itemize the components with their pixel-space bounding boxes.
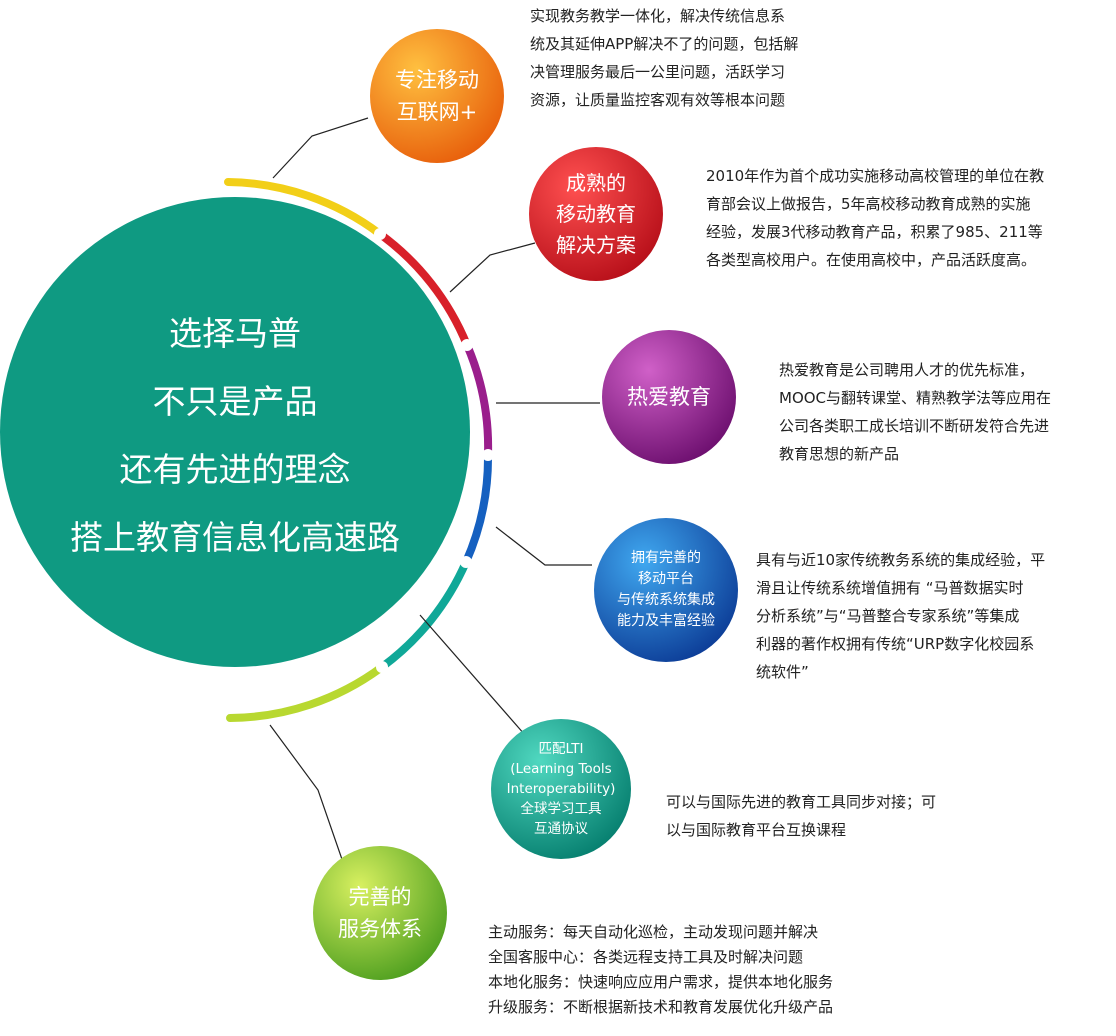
connector-line bbox=[272, 117, 369, 179]
connector-line bbox=[495, 526, 592, 566]
bubble-label: 拥有完善的 移动平台 与传统系统集成 能力及丰富经验 bbox=[617, 550, 715, 629]
arc-segment-purple bbox=[463, 341, 493, 459]
connector-line bbox=[419, 614, 526, 736]
desc-lti: 可以与国际先进的教育工具同步对接；可 以与国际教育平台互换课程 bbox=[666, 793, 937, 839]
connector-line bbox=[449, 242, 536, 293]
slogan-line-3: 还有先进的理念 bbox=[119, 450, 351, 489]
desc-love-education: 热爱教育是公司聘用人才的优先标准， MOOC与翻转课堂、精熟教学法等应用在 公司… bbox=[779, 361, 1052, 463]
bubble-love-education bbox=[602, 330, 736, 464]
arc-dot bbox=[376, 661, 388, 673]
desc-mobile-internet: 实现教务教学一体化，解决传统信息系 统及其延伸APP解决不了的问题，包括解 决管… bbox=[530, 7, 799, 109]
connectors bbox=[269, 117, 600, 869]
bubble-mobile-platform bbox=[594, 518, 738, 662]
label-love-education: 热爱教育 bbox=[602, 330, 736, 464]
desc-service-system: 主动服务：每天自动化巡检，主动发现问题并解决 全国客服中心：各类远程支持工具及时… bbox=[488, 923, 834, 1016]
arc-segment-teal bbox=[378, 558, 470, 671]
center-slogan: 选择马普 不只是产品 还有先进的理念 搭上教育信息化高速路 bbox=[0, 300, 470, 572]
arc-dot bbox=[460, 556, 472, 568]
slogan-line-4: 搭上教育信息化高速路 bbox=[70, 518, 400, 557]
arc-segment-blue bbox=[462, 451, 493, 566]
desc-mobile-education: 2010年作为首个成功实施移动高校管理的单位在教 育部会议上做报告，5年高校移动… bbox=[706, 167, 1045, 269]
label-lti: 匹配LTI (Learning Tools Interoperability) … bbox=[491, 719, 631, 859]
bubble-label: 匹配LTI (Learning Tools Interoperability) … bbox=[506, 741, 616, 837]
arc-segment-red bbox=[376, 230, 471, 349]
slogan-line-2: 不只是产品 bbox=[152, 382, 318, 421]
label-mobile-education: 成熟的 移动教育 解决方案 bbox=[529, 147, 663, 281]
arc-segment-yellow bbox=[224, 178, 384, 238]
bubble-label: 热爱教育 bbox=[627, 385, 711, 409]
desc-mobile-platform: 具有与近10家传统教务系统的集成经验，平 滑且让传统系统增值拥有 “马普数据实时… bbox=[756, 551, 1046, 681]
arc-segment-lime bbox=[226, 663, 386, 722]
label-service-system: 完善的 服务体系 bbox=[313, 846, 447, 980]
bubble-label: 专注移动 互联网+ bbox=[395, 68, 479, 124]
center-circle bbox=[0, 197, 470, 667]
label-mobile-platform: 拥有完善的 移动平台 与传统系统集成 能力及丰富经验 bbox=[594, 518, 738, 662]
bubble-mobile-education bbox=[529, 147, 663, 281]
bubble-service-system bbox=[313, 846, 447, 980]
arc-dot bbox=[374, 228, 386, 240]
bubble-label: 成熟的 移动教育 解决方案 bbox=[556, 170, 636, 257]
bubble-lti bbox=[491, 719, 631, 859]
connector-line bbox=[269, 724, 346, 869]
arc-dots bbox=[374, 228, 494, 673]
label-mobile-internet: 专注移动 互联网+ bbox=[370, 29, 504, 163]
bubble-mobile-internet bbox=[370, 29, 504, 163]
outer-arc bbox=[224, 178, 493, 722]
bubble-label: 完善的 服务体系 bbox=[338, 885, 422, 941]
arc-dot bbox=[461, 339, 473, 351]
slogan-line-1: 选择马普 bbox=[169, 314, 301, 353]
arc-dot bbox=[482, 449, 494, 461]
